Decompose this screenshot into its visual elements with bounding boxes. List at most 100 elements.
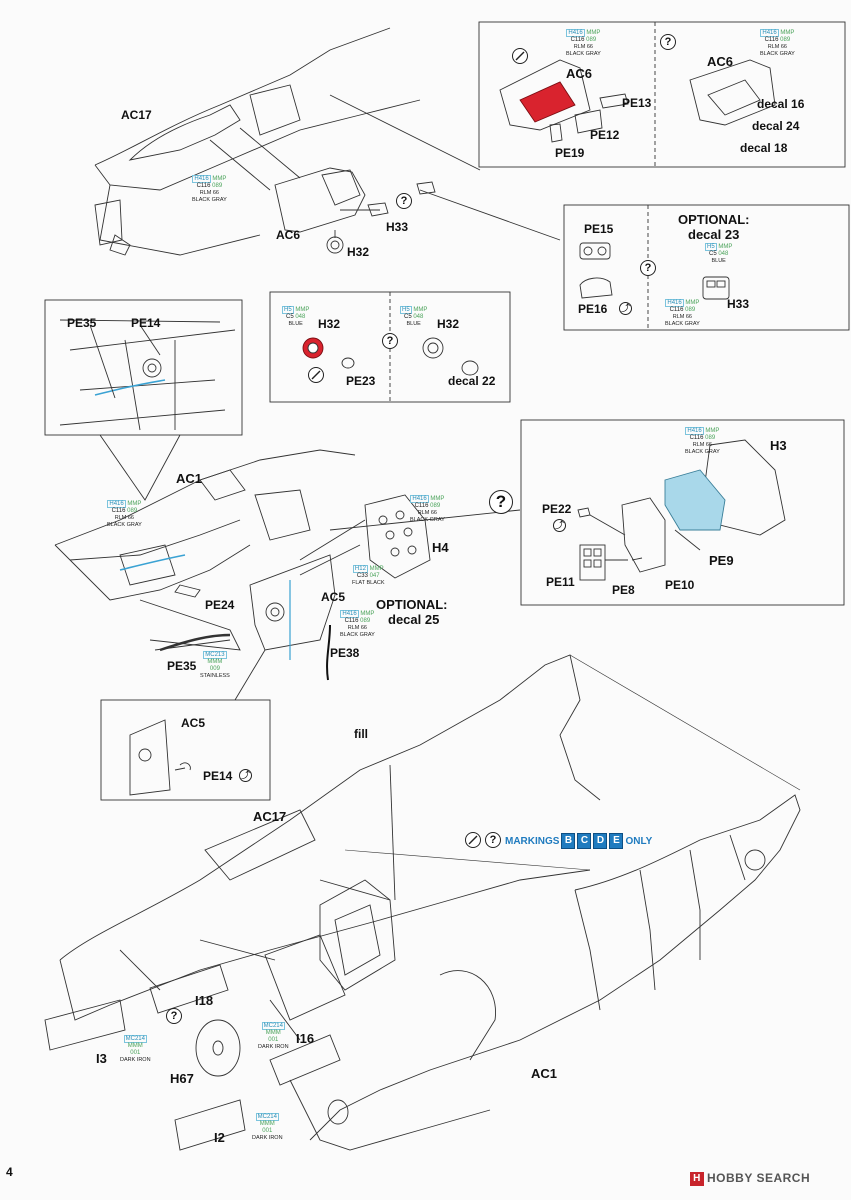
label-ac6-main: AC6 (276, 228, 301, 242)
label-pe35-detail: PE35 (67, 316, 97, 330)
label-optional23: OPTIONAL: (678, 212, 750, 227)
paint-callout: H416 MMP C116 089 RLM 66 BLACK GRAY (107, 500, 142, 528)
paint-callout: MC214 MMM 001 DARK IRON (252, 1113, 283, 1141)
markings-suffix: ONLY (625, 835, 653, 847)
marking-code-e: E (609, 833, 624, 849)
label-ac1-lower: AC1 (531, 1066, 558, 1081)
paint-callout: MC214 MMM 001 DARK IRON (120, 1035, 151, 1063)
label-pe12: PE12 (590, 128, 620, 142)
question-mark-icon: ? (485, 832, 501, 848)
markings-label: MARKINGS (505, 835, 560, 847)
label-pe14-ac5: PE14 (203, 769, 233, 783)
question-mark-icon: ? (396, 193, 412, 209)
question-mark-icon: ? (640, 260, 656, 276)
label-decal23: decal 23 (688, 227, 740, 242)
optional-h3-box (520, 419, 845, 606)
ac6-panel-main (274, 167, 366, 233)
paint-callout: H5 MMP C5 048 BLUE (705, 243, 733, 264)
label-pe35: PE35 (167, 659, 197, 673)
label-h33-main: H33 (386, 220, 409, 234)
label-decal16: decal 16 (757, 97, 805, 111)
label-pe22: PE22 (542, 502, 572, 516)
paint-callout: H5 MMP C5 048 BLUE (400, 306, 428, 327)
paint-callout: MC213 MMM 009 STAINLESS (200, 651, 230, 679)
ac5-panel (249, 554, 336, 651)
label-ac5: AC5 (321, 590, 346, 604)
label-h32-main: H32 (347, 245, 370, 259)
turn-over-icon: ⤴ (553, 519, 566, 532)
markings-badge: MARKINGS B C D E ONLY (505, 833, 652, 849)
paint-callout: H12 MMP C33 047 FLAT BLACK (352, 565, 385, 586)
label-i18: I18 (195, 993, 214, 1008)
pe35-detail-box (44, 299, 243, 436)
label-pe14-detail: PE14 (131, 316, 161, 330)
paint-callout: H416 MMP C116 089 RLM 66 BLACK GRAY (685, 427, 720, 455)
label-decal18: decal 18 (740, 141, 788, 155)
prohibited-icon (512, 48, 528, 64)
question-mark-icon: ? (489, 490, 513, 514)
label-optional25: OPTIONAL: (376, 597, 448, 612)
label-h3: H3 (770, 438, 787, 453)
ac5-detail-box (100, 699, 271, 801)
paint-callout: H416 MMP C116 089 RLM 66 BLACK GRAY (665, 299, 700, 327)
label-pe13: PE13 (622, 96, 652, 110)
label-pe15: PE15 (584, 222, 614, 236)
turn-over-icon: ⤴ (619, 302, 632, 315)
paint-callout: H5 MMP C5 048 BLUE (282, 306, 310, 327)
label-ac17-top: AC17 (121, 108, 152, 122)
optional-pe15-box (563, 204, 850, 331)
label-pe16: PE16 (578, 302, 608, 316)
paint-callout: H416 MMP C116 089 RLM 66 BLACK GRAY (566, 29, 601, 57)
label-pe19: PE19 (555, 146, 585, 160)
label-decal24: decal 24 (752, 119, 800, 133)
label-ac6-box2: AC6 (707, 54, 734, 69)
label-h32-box2: H32 (437, 317, 460, 331)
paint-callout: H416 MMP C116 089 RLM 66 BLACK GRAY (192, 175, 227, 203)
label-i2: I2 (214, 1130, 225, 1145)
label-pe11: PE11 (546, 575, 575, 589)
h33-part (367, 202, 389, 217)
marking-code-b: B (561, 833, 576, 849)
label-ac1-mid: AC1 (176, 471, 203, 486)
question-mark-icon: ? (382, 333, 398, 349)
watermark-text: HOBBY SEARCH (707, 1171, 811, 1185)
question-mark-icon: ? (660, 34, 676, 50)
label-i16: I16 (296, 1031, 315, 1046)
label-h32-box1: H32 (318, 317, 341, 331)
label-fill: fill (354, 727, 368, 741)
label-pe23: PE23 (346, 374, 376, 388)
label-pe10: PE10 (665, 578, 695, 592)
instrument-panel-h4 (364, 494, 431, 579)
question-mark-icon: ? (166, 1008, 182, 1024)
label-h33-optional: H33 (727, 297, 750, 311)
label-decal25: decal 25 (388, 612, 440, 627)
label-pe8: PE8 (612, 583, 635, 597)
label-i3: I3 (96, 1051, 107, 1066)
label-ac17-lower: AC17 (253, 809, 287, 824)
fuselage-mid-outline (54, 449, 356, 601)
marking-code-c: C (577, 833, 592, 849)
h33-part-2 (416, 181, 436, 195)
label-h4: H4 (432, 540, 449, 555)
paint-callout: MC214 MMM 001 DARK IRON (258, 1022, 289, 1050)
fuselage-lower-outline (59, 654, 601, 961)
fuselage-top-outline (94, 27, 421, 256)
page-number: 4 (6, 1165, 13, 1179)
paint-callout: H416 MMP C116 089 RLM 66 BLACK GRAY (410, 495, 445, 523)
prohibited-icon (308, 367, 324, 383)
label-h67: H67 (170, 1071, 194, 1086)
ac6-box (478, 21, 846, 168)
prohibited-icon (465, 832, 481, 848)
paint-callout: H416 MMP C116 089 RLM 66 BLACK GRAY (340, 610, 375, 638)
paint-callout: H416 MMP C116 089 RLM 66 BLACK GRAY (760, 29, 795, 57)
turn-over-icon: ⤴ (239, 769, 252, 782)
label-ac6-box1: AC6 (566, 66, 593, 81)
label-pe38: PE38 (330, 646, 360, 660)
marking-code-d: D (593, 833, 608, 849)
watermark-logo-icon: H (690, 1171, 704, 1186)
label-ac5-detail: AC5 (181, 716, 206, 730)
label-pe24: PE24 (205, 598, 235, 612)
